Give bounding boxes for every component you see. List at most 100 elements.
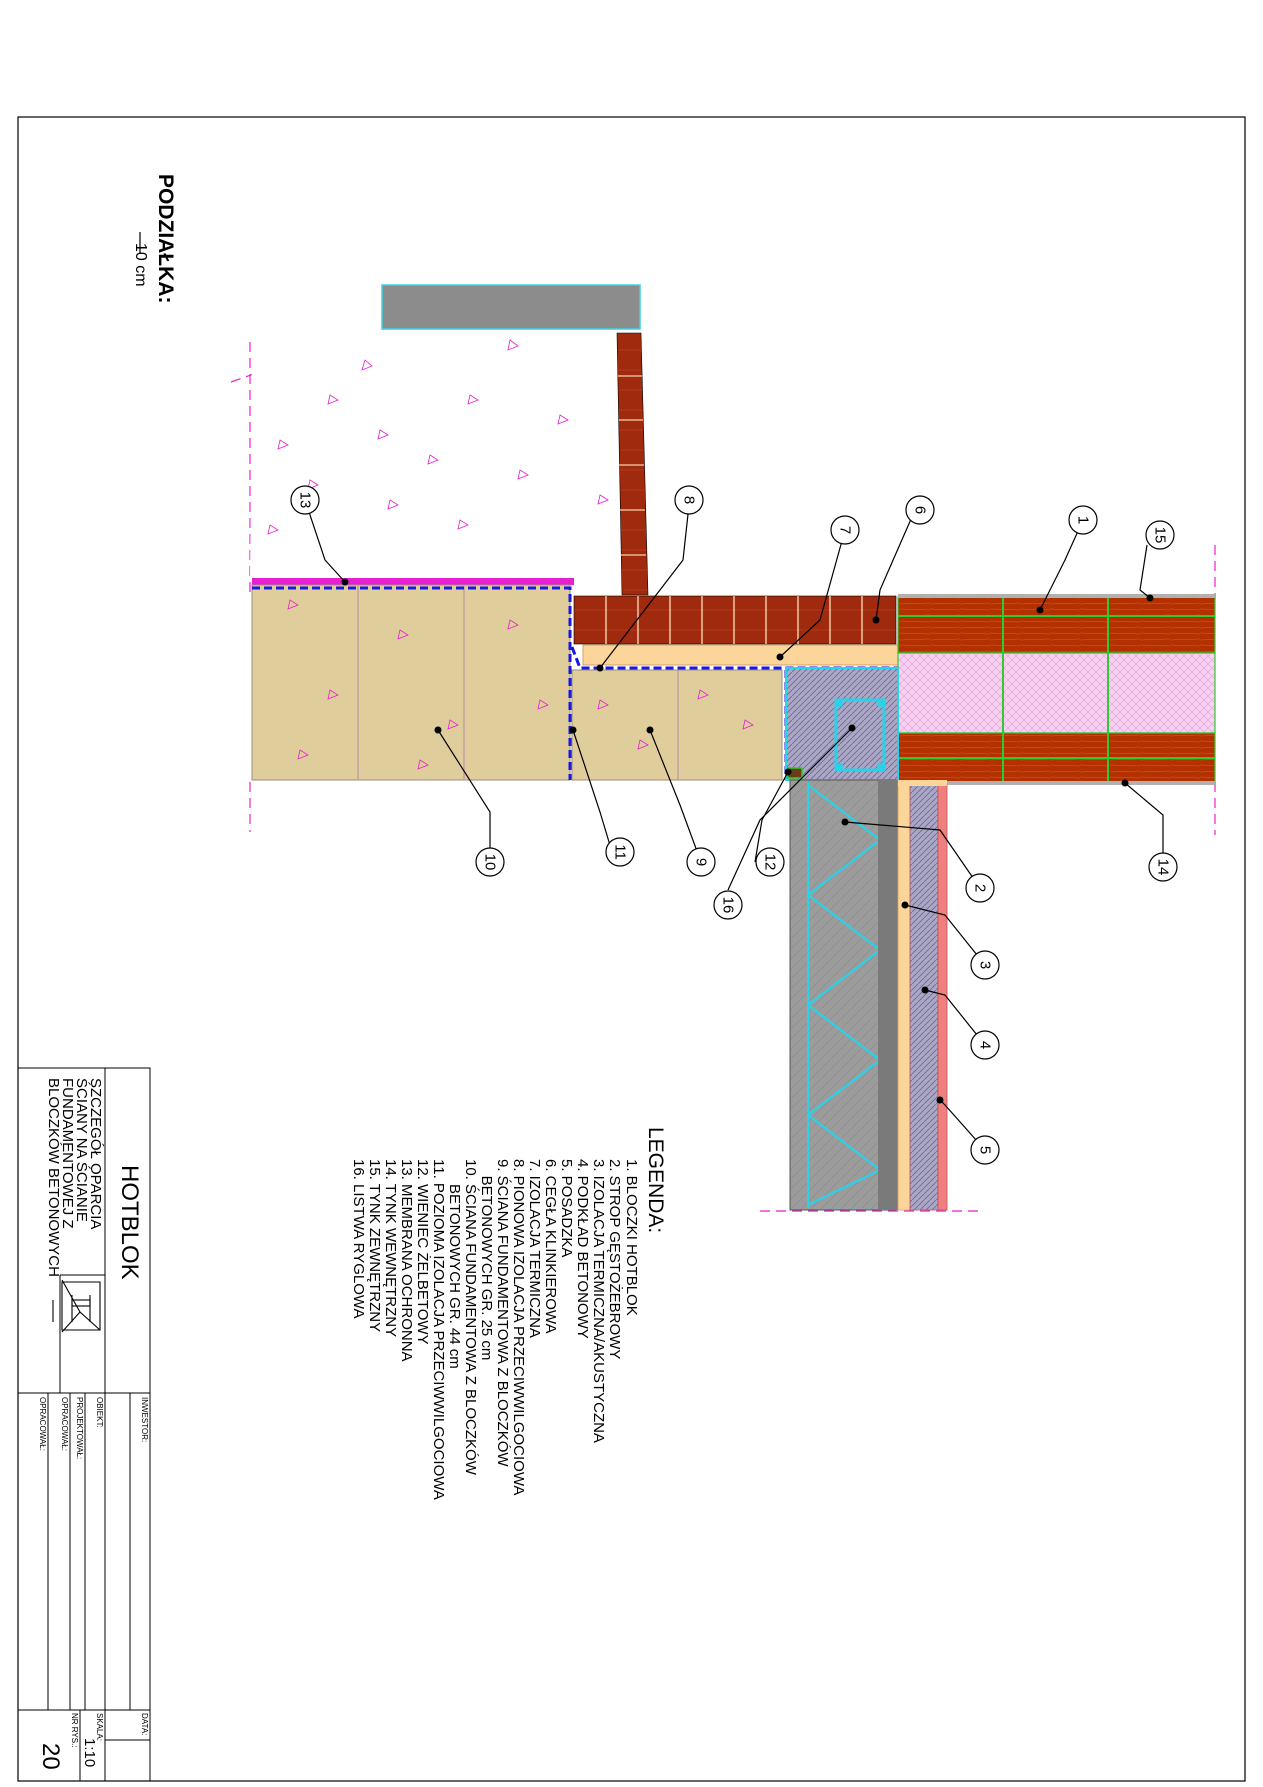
field-designed: PROJEKTOWAŁ: [75,1397,84,1460]
scale-heading: PODZIAŁKA: [154,174,177,304]
callout-2: 2 [972,884,989,892]
soil-marks [267,339,609,535]
title-description-line: ŚCIANY NA ŚCIANIE [73,1078,90,1222]
callout-11-circle [605,837,635,867]
title-description-line: SZCZEGÓŁ OPARCIA [87,1078,104,1230]
callout-1-circle [1068,505,1098,535]
callout-4-circle [970,1030,1000,1060]
legend-item: 5. POSADZKA [558,1159,575,1258]
field-scale-value: 1:10 [81,1738,98,1768]
sheet-border [17,116,1246,1782]
slab-side [878,780,898,1210]
legend-item: 11. POZIOMA IZOLACJA PRZECIWWILGOCIOWA [430,1159,447,1500]
legend-item: 1. BLOCZKI HOTBLOK [623,1159,640,1316]
callout-12-circle [755,847,785,877]
callout-5: 5 [977,1146,994,1154]
callout-7: 7 [837,526,854,534]
callout-3: 3 [977,961,994,969]
foundation-wall-44 [251,584,571,781]
legend-item: 13. MEMBRANA OCHRONNA [398,1159,415,1362]
callout-3-circle [970,950,1000,980]
callout-16: 16 [720,897,737,914]
legend-item: 4. PODKŁAD BETONOWY [574,1159,591,1339]
callout-8: 8 [681,496,698,504]
callout-12: 12 [762,854,779,871]
legend-item: 15. TYNK ZEWNĘTRZNY [366,1159,383,1333]
hotblok-insulation [897,652,1216,734]
callout-8-circle [674,485,704,515]
legend-item: 12. WIENIEC ŻELBETOWY [414,1159,431,1345]
legend-item: BETONOWYCH GR. 25 cm [478,1159,495,1361]
soil-fill [250,328,625,580]
field-investor: INWESTOR: [140,1397,149,1443]
callout-6: 6 [912,506,929,514]
internal-render [898,781,1215,785]
brick-column [616,332,649,596]
callout-13: 13 [297,492,314,509]
callout-5-circle [970,1135,1000,1165]
field-scale-label: SKALA: [95,1713,104,1742]
legend-item: 6. CEGŁA KLINKIEROWA [542,1159,559,1334]
title-block-frame [17,1067,151,1782]
callout-leaders [304,499,1164,1151]
callout-1: 1 [1075,516,1092,524]
foundation-wall-25 [571,669,783,781]
title-brand: HOTBLOK [116,1165,143,1280]
callout-15: 15 [1152,527,1169,544]
legend-item: 16. LISTWA RYGLOWA [350,1159,367,1319]
floor-top [898,780,947,786]
top-cap [381,284,641,330]
house-logo-icon [52,1279,101,1333]
floor-finish [937,784,948,1211]
callout-numbers: 1 2 3 4 5 6 7 8 9 10 11 12 13 14 15 16 [297,492,1172,1155]
field-drawing-no-label: NR RYS.: [70,1713,79,1748]
legend-item: 3. IZOLACJA TERMICZNA/AKUSTYCZNA [590,1159,607,1443]
block-marks-2 [597,689,754,750]
title-description-line: FUNDAMENTOWEJ Z [59,1078,76,1229]
callout-4: 4 [977,1041,994,1049]
callout-14: 14 [1155,859,1172,876]
ring-beam [785,667,899,781]
legend-item: 14. TYNK WEWNĘTRZNY [382,1159,399,1338]
clinker-brick-joints [605,596,863,644]
callout-16-circle [713,890,743,920]
thermal-acoustic-insulation [897,781,911,1211]
external-render [898,594,1215,598]
legend-item: 2. STROP GĘSTOŻEBROWY [606,1159,623,1360]
field-drawing-no-value: 20 [37,1743,64,1770]
callout-9-circle [686,847,716,877]
callout-7-circle [830,515,860,545]
thermal-insulation-orange [582,644,902,666]
hotblok-joints [898,597,1215,782]
callout-bubbles [290,485,1178,1165]
scale-length: 10 cm [132,243,149,287]
callout-11: 11 [612,844,629,860]
callout-13-circle [290,485,320,515]
hotblok-outer [897,596,1216,654]
title-description-line: BLOCZKÓW BETONOWYCH [45,1078,62,1277]
legend-item: 7. IZOLACJA TERMICZNA [526,1159,543,1338]
field-prepared-2: OPRACOWAŁ: [38,1397,47,1451]
block-marks [287,599,549,770]
callout-6-circle [905,495,935,525]
brick-column-joints [618,375,646,556]
rebar-dots [837,701,883,769]
foundation-wall-44-joints [357,585,465,780]
legend-heading: LEGENDA: [644,1127,667,1234]
legend-item: BETONOWYCH GR. 44 cm [446,1159,463,1369]
callout-10: 10 [482,854,499,871]
callout-2-circle [965,873,995,903]
concrete-screed [909,784,939,1211]
waterproofing-line [252,586,572,780]
callout-14-circle [1148,852,1178,882]
legend-item: 10. ŚCIANA FUNDAMENTOWA Z BLOCZKÓW [462,1159,479,1475]
callout-15-circle [1145,520,1175,550]
ring-beam-stirrup [834,698,886,772]
clinker-brick-row [573,595,897,645]
callout-10-circle [475,847,505,877]
callout-9: 9 [693,858,710,866]
legend-item: 8. PIONOWA IZOLACJA PRZECIWWILGOCIOWA [510,1159,527,1496]
protective-membrane [252,578,574,585]
